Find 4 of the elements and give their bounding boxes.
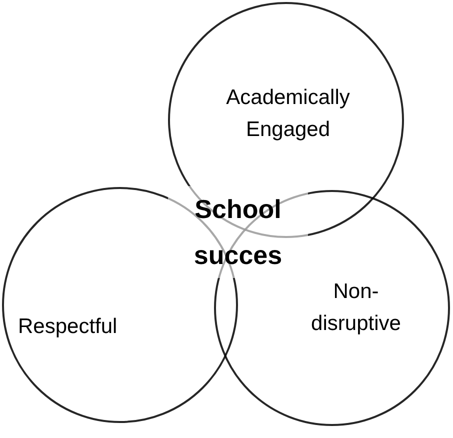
center-label: School succes [168,186,308,278]
circle-label: Respectful [18,314,118,340]
circle-label: Non-disruptive [310,279,402,337]
circle-label: Academically Engaged [225,85,351,143]
